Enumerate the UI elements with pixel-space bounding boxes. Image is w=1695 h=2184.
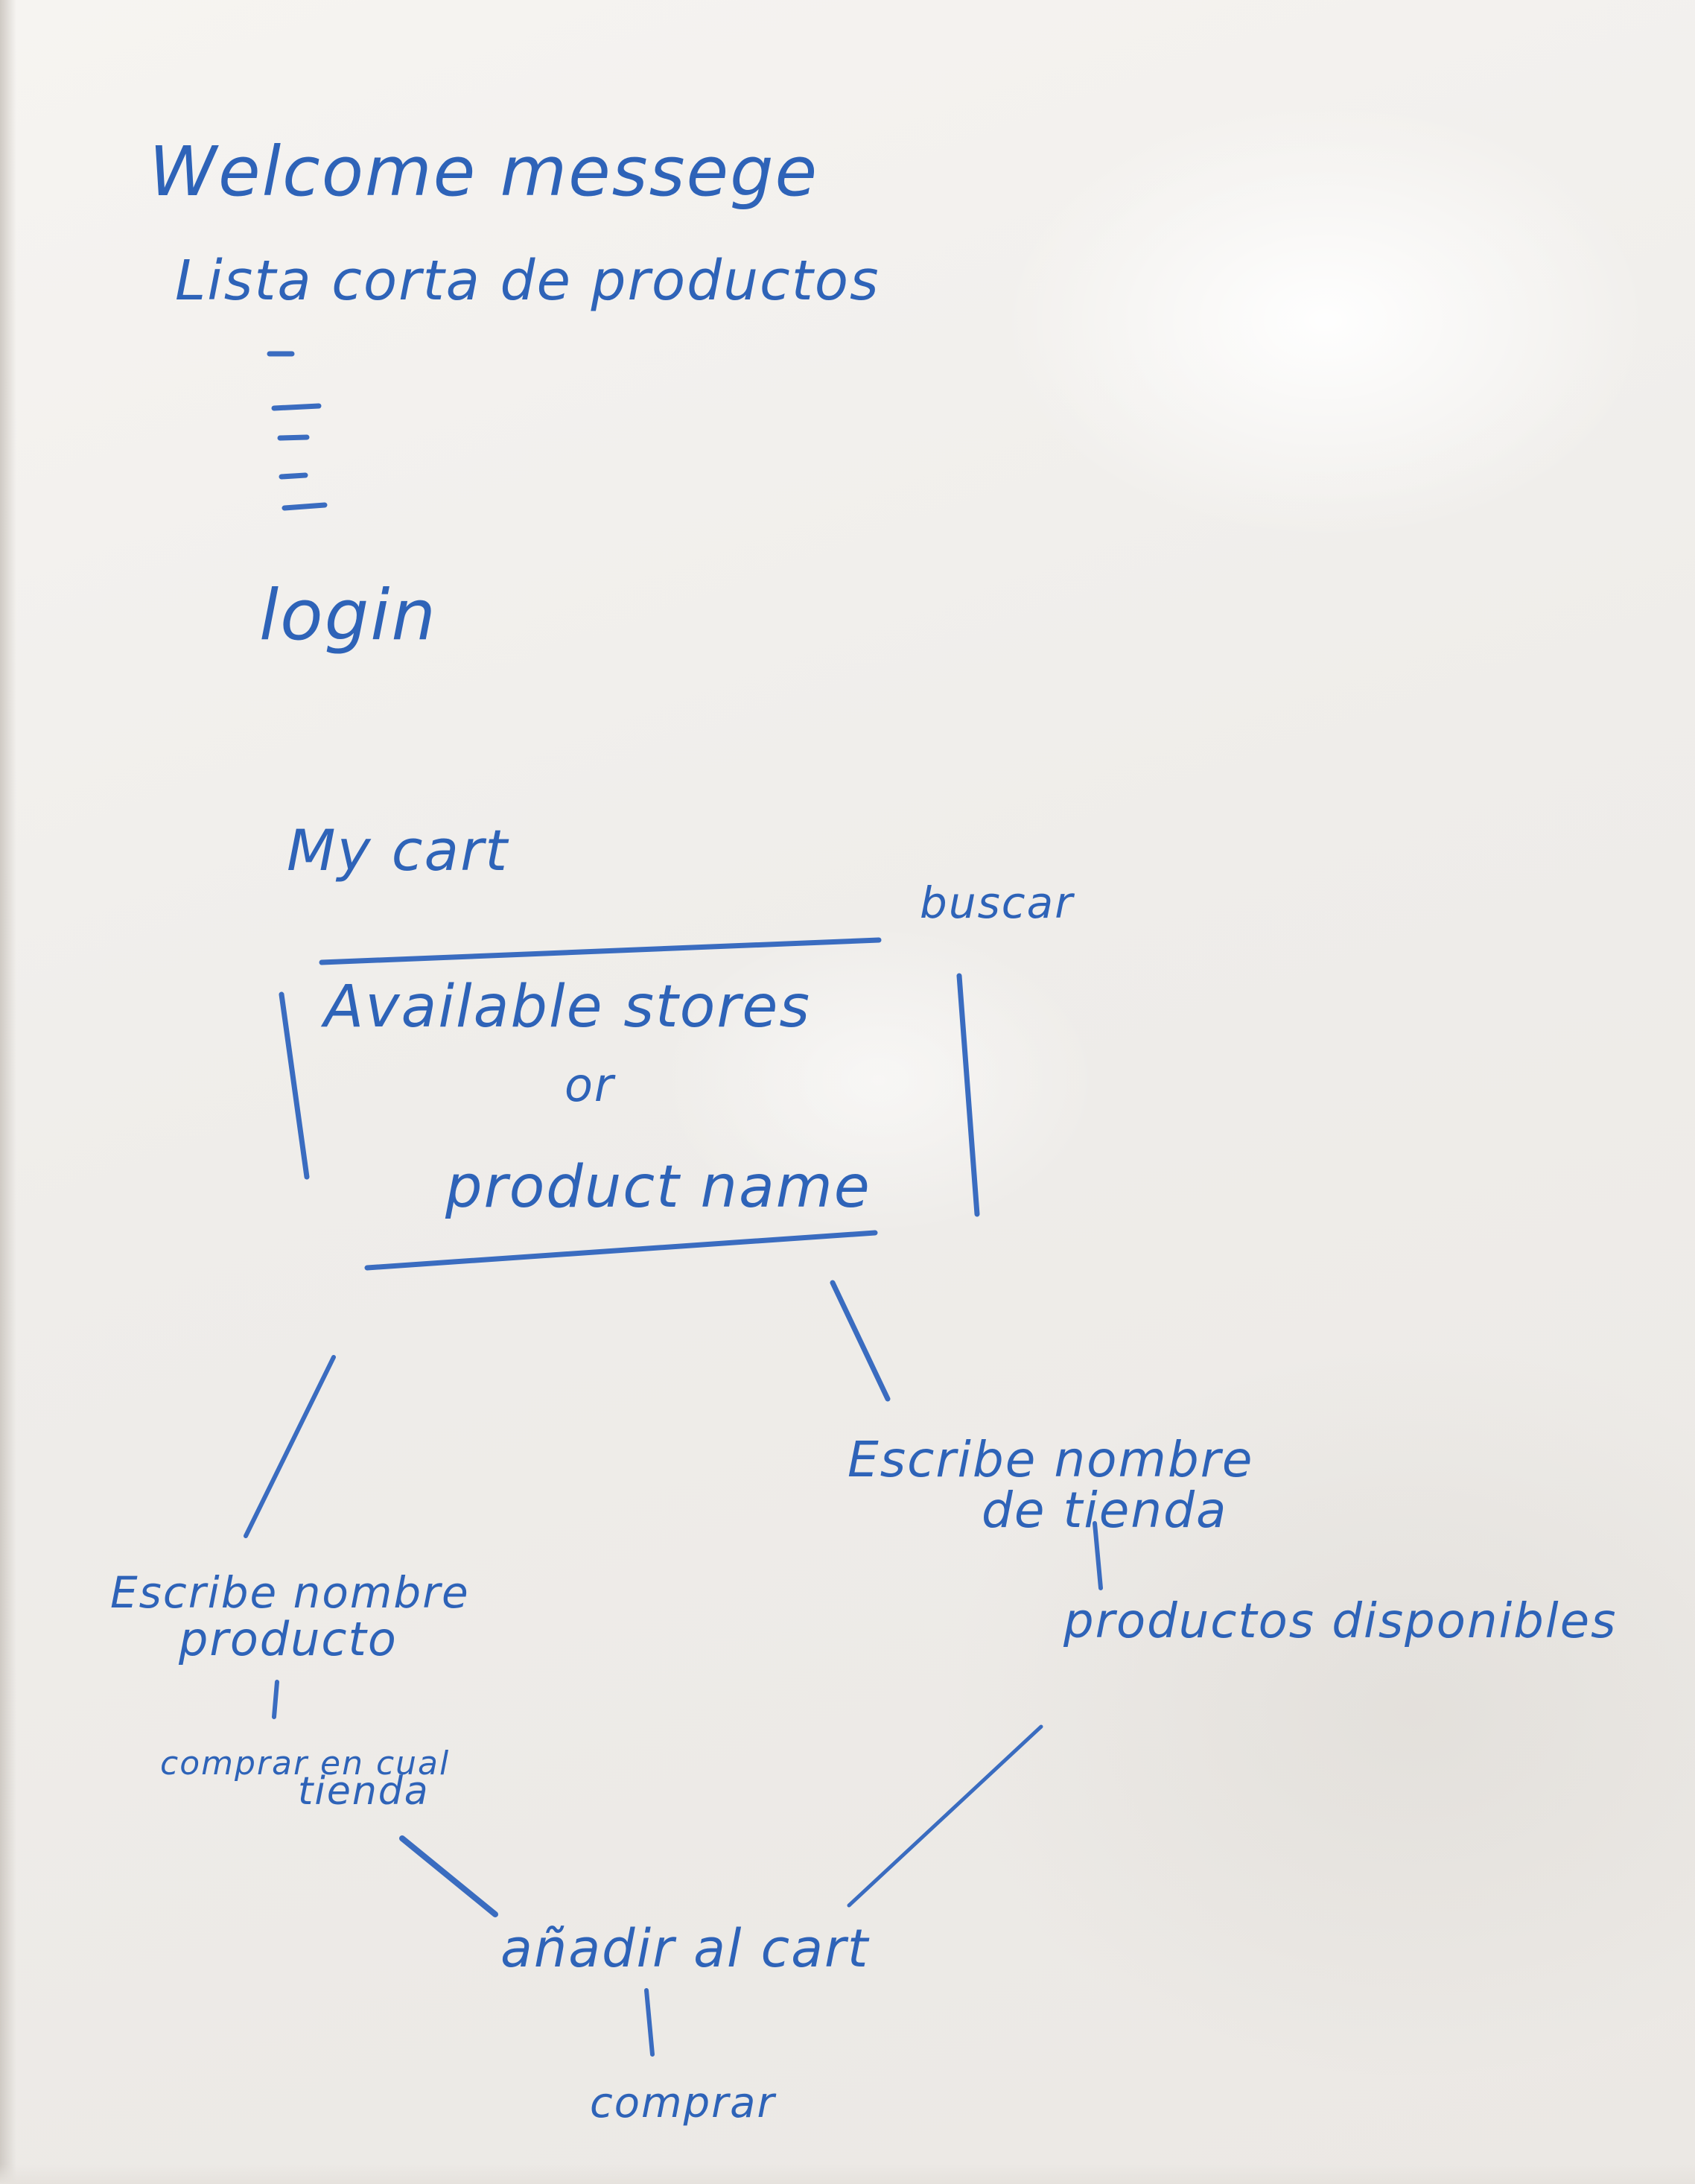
connector-to-product-flow [244, 1355, 336, 1538]
store-flow-step1-line2: de tienda [982, 1482, 1227, 1539]
my-cart-link: My cart [287, 817, 509, 883]
list-dash [282, 502, 328, 511]
connector-product-to-cart [399, 1835, 498, 1917]
product-flow-step1-line1: Escribe nombre [110, 1567, 470, 1618]
search-box-right-edge [956, 973, 980, 1217]
welcome-message: Welcome messege [149, 132, 818, 212]
list-dash [271, 403, 322, 411]
product-list-label: Lista corta de productos [175, 249, 880, 313]
connector-cart-to-buy [644, 1988, 655, 2057]
store-flow-step1-line1: Escribe nombre [848, 1431, 1253, 1488]
product-flow-step2-line2: tienda [298, 1769, 430, 1814]
search-box [279, 937, 980, 1271]
product-flow-step2-line1: comprar en cual [160, 1745, 450, 1783]
connector-to-store-flow [830, 1280, 891, 1402]
product-flow-connector [272, 1680, 279, 1719]
search-box-text-or: or [565, 1058, 616, 1112]
store-flow-step2: productos disponibles [1063, 1594, 1617, 1649]
search-box-top-edge [319, 937, 882, 965]
product-flow-step1-line2: producto [178, 1612, 398, 1666]
connector-store-to-cart [847, 1724, 1043, 1908]
store-flow-connector [1093, 1521, 1103, 1590]
search-box-left-edge [279, 991, 310, 1180]
buy-step: comprar [590, 2079, 776, 2127]
login-link: login [259, 575, 437, 656]
board-bottom-edge [0, 2164, 1695, 2184]
search-box-bottom-edge [364, 1230, 878, 1271]
search-box-text-product: product name [445, 1154, 871, 1221]
search-box-text-stores: Available stores [320, 974, 811, 1041]
product-list-placeholder [267, 351, 328, 511]
list-dash [277, 434, 310, 441]
list-dash [279, 472, 308, 480]
board-left-edge [0, 0, 16, 2184]
add-to-cart-step: añadir al cart [500, 1918, 870, 1979]
search-label: buscar [920, 877, 1075, 928]
